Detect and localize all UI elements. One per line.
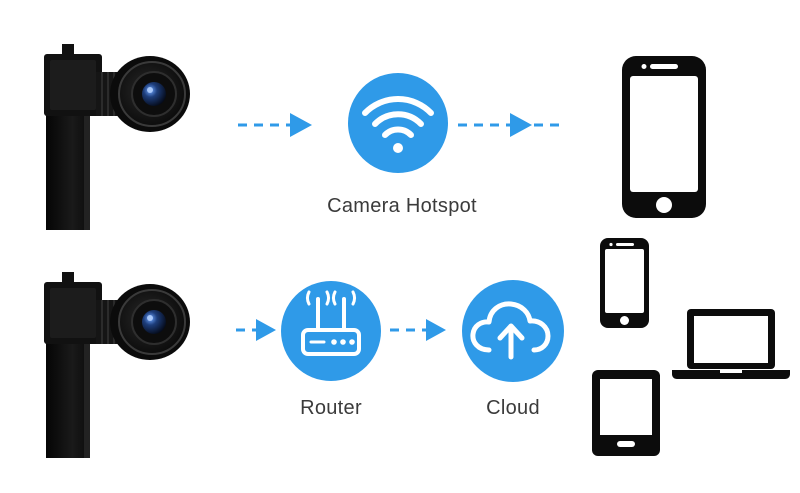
- connection-arrow: [236, 319, 276, 341]
- camera-hotspot-node: [348, 73, 448, 173]
- smartphone-icon: [600, 238, 649, 328]
- smartphone-icon: [622, 56, 706, 218]
- connection-arrow: [458, 113, 562, 137]
- spy-camera-icon: [43, 271, 191, 459]
- cloud-node: [462, 280, 564, 382]
- tablet-icon: [592, 370, 660, 456]
- spy-camera-icon: [43, 43, 191, 231]
- camera-hotspot-label: Camera Hotspot: [327, 195, 477, 217]
- router-node: [281, 281, 381, 381]
- router-label: Router: [300, 397, 362, 419]
- connection-arrow: [238, 113, 312, 137]
- router-icon: [301, 290, 361, 356]
- wifi-icon: [362, 96, 434, 138]
- connection-arrow: [390, 319, 446, 341]
- laptop-icon: [672, 309, 790, 379]
- cloud-upload-icon: [470, 301, 551, 360]
- cloud-label: Cloud: [486, 397, 540, 419]
